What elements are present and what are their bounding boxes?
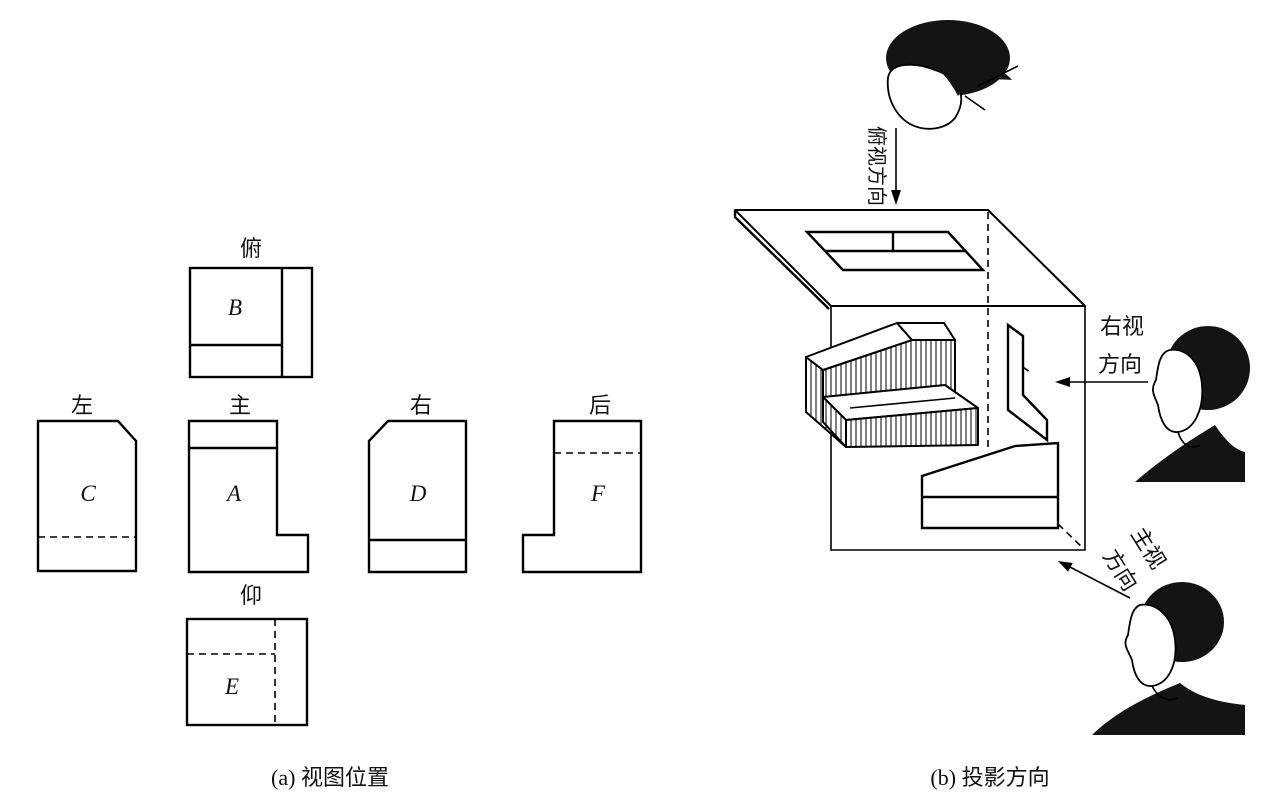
panel-b-projection-directions: 俯视方向 右视 方向 主视 方向 (b) 投影方向 [733, 20, 1250, 790]
top-direction-label: 俯视方向 [865, 126, 889, 206]
top-view-label: 俯 [240, 237, 262, 262]
panel-a-view-positions: 俯 B 左 C 主 A 右 D 后 [36, 237, 643, 790]
projected-right-view-hidden-line [1022, 366, 1032, 374]
projected-right-view-outline [1006, 322, 1049, 443]
right-view-letter: D [409, 481, 427, 506]
object-3d [805, 322, 979, 448]
bottom-view-label: 仰 [240, 584, 262, 609]
projected-top-view [804, 230, 986, 272]
observer-front-icon [1092, 582, 1245, 735]
projected-top-view-outline [804, 230, 986, 272]
top-view-b: 俯 B [188, 237, 314, 379]
panel-b-caption: (b) 投影方向 [930, 765, 1049, 790]
top-view-outline [188, 266, 314, 379]
left-view-label: 左 [71, 394, 93, 419]
projected-front-view [920, 441, 1060, 530]
object-flat-top [896, 322, 956, 341]
rear-view-f: 后 F [521, 394, 643, 574]
observer-top-icon [886, 20, 1019, 130]
left-view-letter: C [80, 481, 96, 506]
front-direction-label-line2: 方向 [1097, 545, 1142, 596]
object-slab-left-face [822, 396, 847, 448]
right-direction-arrow [1055, 377, 1148, 387]
right-direction-label-line2: 方向 [1098, 353, 1142, 378]
rear-view-outline [521, 419, 643, 574]
right-view-d: 右 D [367, 394, 468, 574]
projected-front-view-outline [920, 441, 1060, 530]
panel-a-caption: (a) 视图位置 [271, 765, 389, 790]
right-arrow-icon [1055, 377, 1070, 387]
front-direction-arrow [1058, 561, 1131, 599]
rear-view-label: 后 [589, 394, 611, 419]
right-view-outline [367, 419, 468, 574]
projection-box [733, 209, 1086, 551]
right-view-label: 右 [410, 394, 432, 419]
front-arrow-icon [1058, 561, 1073, 572]
observer-right-icon [1135, 326, 1250, 482]
bottom-view-e: 仰 E [185, 584, 309, 727]
horizontal-plane-edge-thickness [733, 210, 830, 310]
left-view-outline [36, 419, 138, 573]
profile-plane-hidden-bottom-edge [1057, 523, 1086, 551]
top-direction-arrow [891, 128, 901, 205]
object-slab-top-line [849, 397, 956, 409]
bottom-view-outline [185, 617, 309, 727]
horizontal-projection-plane [734, 209, 1086, 307]
top-arrow-icon [891, 190, 901, 205]
left-view-c: 左 C [36, 394, 138, 573]
rear-view-letter: F [590, 481, 606, 506]
front-arrow-shaft [1067, 565, 1131, 599]
right-direction-label-line1: 右视 [1100, 315, 1144, 340]
front-view-label: 主 [229, 394, 251, 419]
top-view-letter: B [228, 295, 242, 320]
bottom-view-letter: E [224, 674, 239, 699]
front-view-outline [187, 419, 310, 574]
front-view-letter: A [225, 481, 242, 506]
front-view-a: 主 A [187, 394, 310, 574]
projected-right-view [1006, 322, 1049, 443]
